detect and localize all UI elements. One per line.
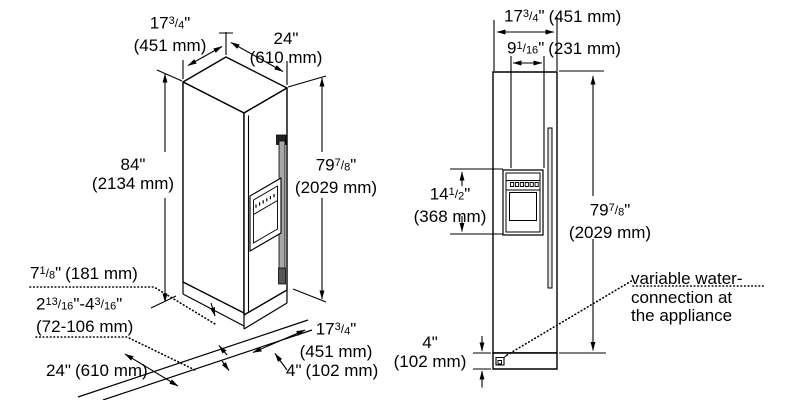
iso-clearance-dimension: 4"(102 mm): [286, 361, 379, 380]
iso-depth-bottom-dimension: 24"(610 mm): [46, 361, 148, 380]
water-connection-symbol: [496, 355, 508, 366]
iso-niche-width-dimension: 173/4" (451 mm): [133, 13, 207, 55]
iso-outer-height-dimension: 84" (2134 mm): [91, 155, 175, 193]
front-door-handle-icon: [548, 128, 552, 288]
iso-width-bottom-dimension: 173/4" (451 mm): [299, 319, 373, 361]
iso-dispenser-panel: [250, 178, 281, 251]
iso-toe-range-dimension: 213/16"-43/16" (72-106 mm): [36, 294, 134, 336]
iso-floor-lines: [78, 320, 312, 400]
note-leader-dotted-line: [507, 280, 765, 355]
iso-unit-height-dimension: 797/8" (2029 mm): [294, 155, 378, 197]
water-connection-note: variable water- connection at the applia…: [631, 269, 743, 325]
iso-toe-height-dimension: 71/8"(181 mm): [30, 263, 138, 283]
front-width-dimension: 173/4"(451 mm): [504, 6, 622, 26]
iso-depth-dimension: 24" (610 mm): [249, 29, 323, 67]
iso-dimension-lines: [124, 32, 326, 386]
front-dispenser-height-dimension: 141/2" (368 mm): [413, 184, 487, 226]
front-dimension-lines: [450, 17, 606, 388]
front-base-height-dimension: 4" (102 mm): [393, 333, 467, 371]
front-unit-height-dimension: 797/8" (2029 mm): [568, 200, 652, 242]
front-dispenser-panel: [503, 170, 543, 235]
iso-leader-dotted-lines: [30, 287, 215, 371]
front-dispenser-width-dimension: 91/16"(231 mm): [507, 38, 621, 58]
